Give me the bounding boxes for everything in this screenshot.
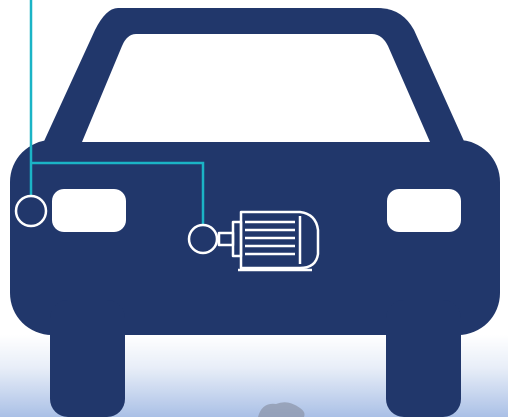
right-wheel [386,300,461,417]
left-wheel [50,300,125,417]
left-headlight [52,189,126,232]
right-headlight [387,189,461,232]
ground-shadow [258,402,305,417]
windshield [82,34,430,142]
